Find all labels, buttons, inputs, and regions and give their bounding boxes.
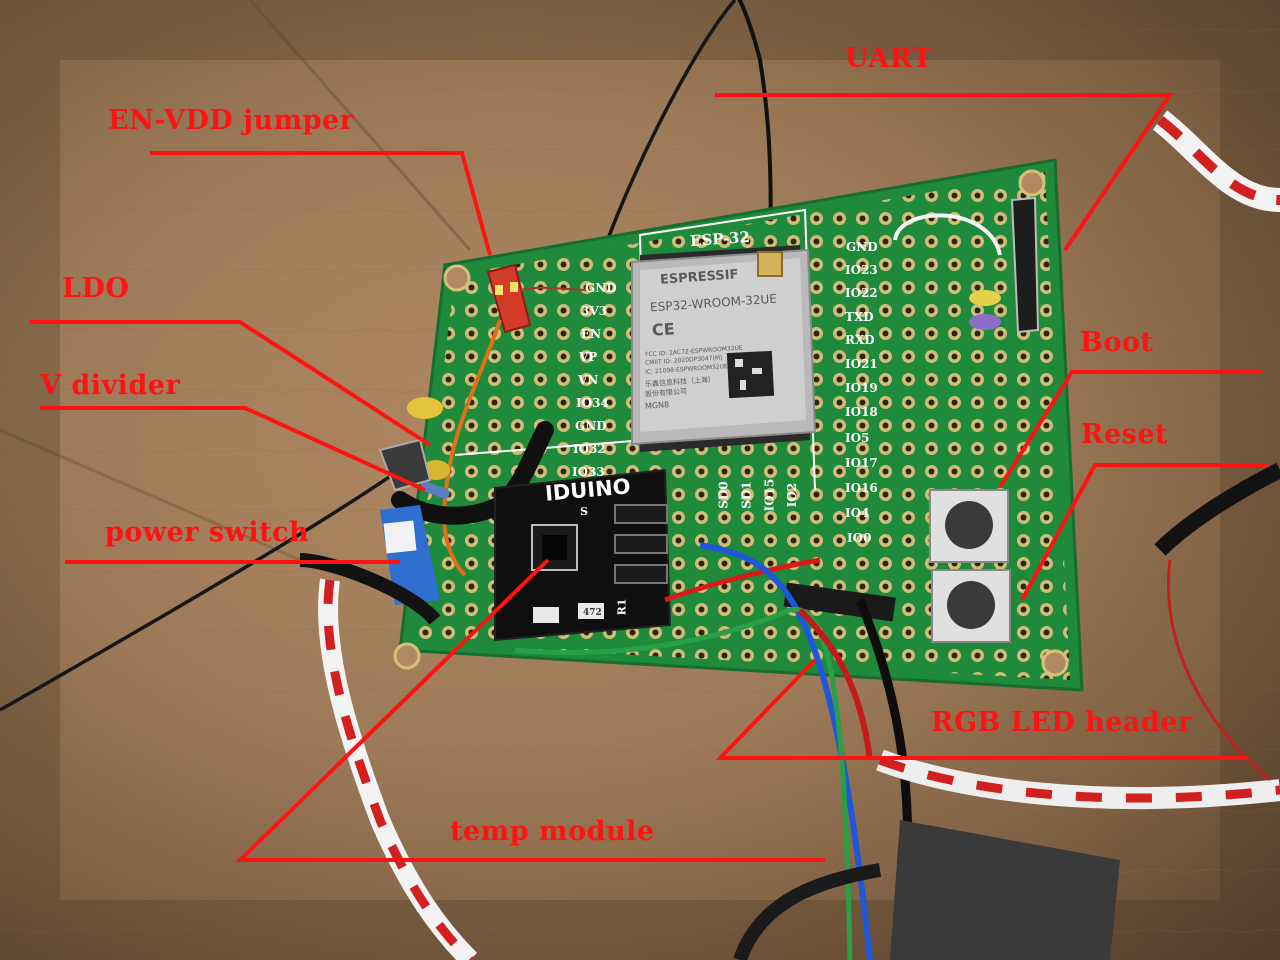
- right-pin-label: GND: [846, 240, 878, 254]
- mounting-hole: [1018, 169, 1046, 197]
- twisted-cable-right-red: [1156, 116, 1280, 205]
- temp-leader-line: [235, 558, 825, 862]
- power-switch-annotation: power switch: [105, 517, 310, 548]
- rgb-led-header-annotation: RGB LED header: [931, 707, 1193, 738]
- ldo-leader-line: [30, 320, 432, 447]
- antenna-cable: [737, 0, 773, 261]
- left-pin-label: IO32: [573, 442, 606, 456]
- chip-batch: MGN8: [644, 400, 670, 411]
- wire-red: [664, 557, 821, 603]
- ldo-annotation: LDO: [62, 273, 130, 304]
- right-pin-label: IO23: [845, 263, 878, 277]
- yellow-capacitor: [407, 397, 443, 419]
- left-pin-label: VP: [579, 350, 598, 364]
- mounting-hole: [393, 642, 421, 670]
- right-pin-label: IO0: [847, 531, 872, 545]
- module-silk-label: ESP-32: [689, 227, 751, 251]
- rgb-leader-line: [715, 658, 1248, 760]
- en-vdd-jumper-annotation: EN-VDD jumper: [108, 105, 355, 136]
- right-pin-label: IO16: [845, 481, 878, 495]
- boot-button: [929, 489, 1009, 563]
- left-pin-label: IO33: [572, 465, 605, 479]
- en-vdd-leader-line: [150, 151, 492, 256]
- bottom-pin-label: SD1: [739, 481, 754, 509]
- temp-module-annotation: temp module: [450, 816, 655, 847]
- en-vdd-jumper-block: [486, 263, 532, 334]
- antenna-connector: [757, 251, 783, 277]
- white-jumper-wire: [893, 213, 1002, 256]
- left-pin-label: GND: [575, 419, 607, 433]
- temp-module-resistor-value: 472: [583, 608, 602, 618]
- battery-holder: [890, 820, 1120, 960]
- bottom-pin-label: IO2: [785, 482, 800, 508]
- black-cable-right: [1154, 462, 1280, 556]
- jumper-wire-thin: [519, 286, 591, 291]
- right-pin-label: IO5: [845, 431, 870, 445]
- boot-leader-line: [998, 370, 1262, 489]
- right-pin-label: IO22: [845, 286, 878, 300]
- mounting-hole: [443, 264, 471, 292]
- mounting-hole: [1041, 649, 1069, 677]
- cardboard-fold: [0, 428, 301, 562]
- orange-wire: [442, 319, 502, 577]
- uart-leader-line: [715, 93, 1174, 252]
- power-switch: [380, 505, 440, 605]
- right-pin-label: IO21: [845, 357, 878, 371]
- cardboard-fold: [248, 0, 472, 251]
- bottom-pin-label: IO15: [762, 478, 777, 512]
- left-pin-label: VN: [578, 373, 599, 387]
- right-pin-label: RXD: [845, 333, 875, 347]
- reset-annotation: Reset: [1081, 419, 1168, 450]
- right-pin-label: IO18: [845, 405, 878, 419]
- chip-ce-mark: CE: [651, 319, 676, 340]
- temp-module-resistor-label: R1: [615, 598, 629, 616]
- wire-blue: [699, 542, 873, 960]
- ldo-regulator: [378, 438, 432, 492]
- left-pin-label: IO34: [576, 396, 609, 410]
- uart-annotation: UART: [845, 43, 933, 74]
- wire-red-thick: [797, 607, 873, 761]
- purple-jumper: [969, 314, 1001, 330]
- v-divider-annotation: V divider: [40, 370, 181, 401]
- bottom-pin-label: SD0: [716, 481, 731, 509]
- left-pin-label: EN: [581, 327, 602, 341]
- v-divider-leader-line: [40, 406, 426, 492]
- right-pin-label: TXD: [845, 310, 874, 324]
- dark-cable-bottom: [733, 863, 882, 960]
- divider-resistor: [420, 481, 450, 499]
- cable-bottom-right-red: [878, 755, 1280, 803]
- left-pin-label: GND: [585, 281, 617, 295]
- wire-green: [514, 606, 853, 960]
- boot-annotation: Boot: [1080, 327, 1154, 358]
- right-pin-label: IO4: [845, 506, 870, 520]
- twisted-cable-left-red: [323, 579, 474, 960]
- uart-header: [1010, 196, 1040, 334]
- annotation-lines: [30, 93, 1268, 862]
- temp-module: [494, 468, 672, 642]
- reset-leader-line: [1020, 463, 1268, 601]
- yellow-jumper: [969, 290, 1001, 306]
- reset-button: [931, 569, 1011, 643]
- right-pin-label: IO17: [845, 456, 878, 470]
- right-pin-label: IO19: [845, 381, 878, 395]
- left-pin-label: 3V3: [581, 304, 608, 318]
- temp-module-pin-label: S: [580, 505, 588, 518]
- esp32-module: [631, 245, 817, 452]
